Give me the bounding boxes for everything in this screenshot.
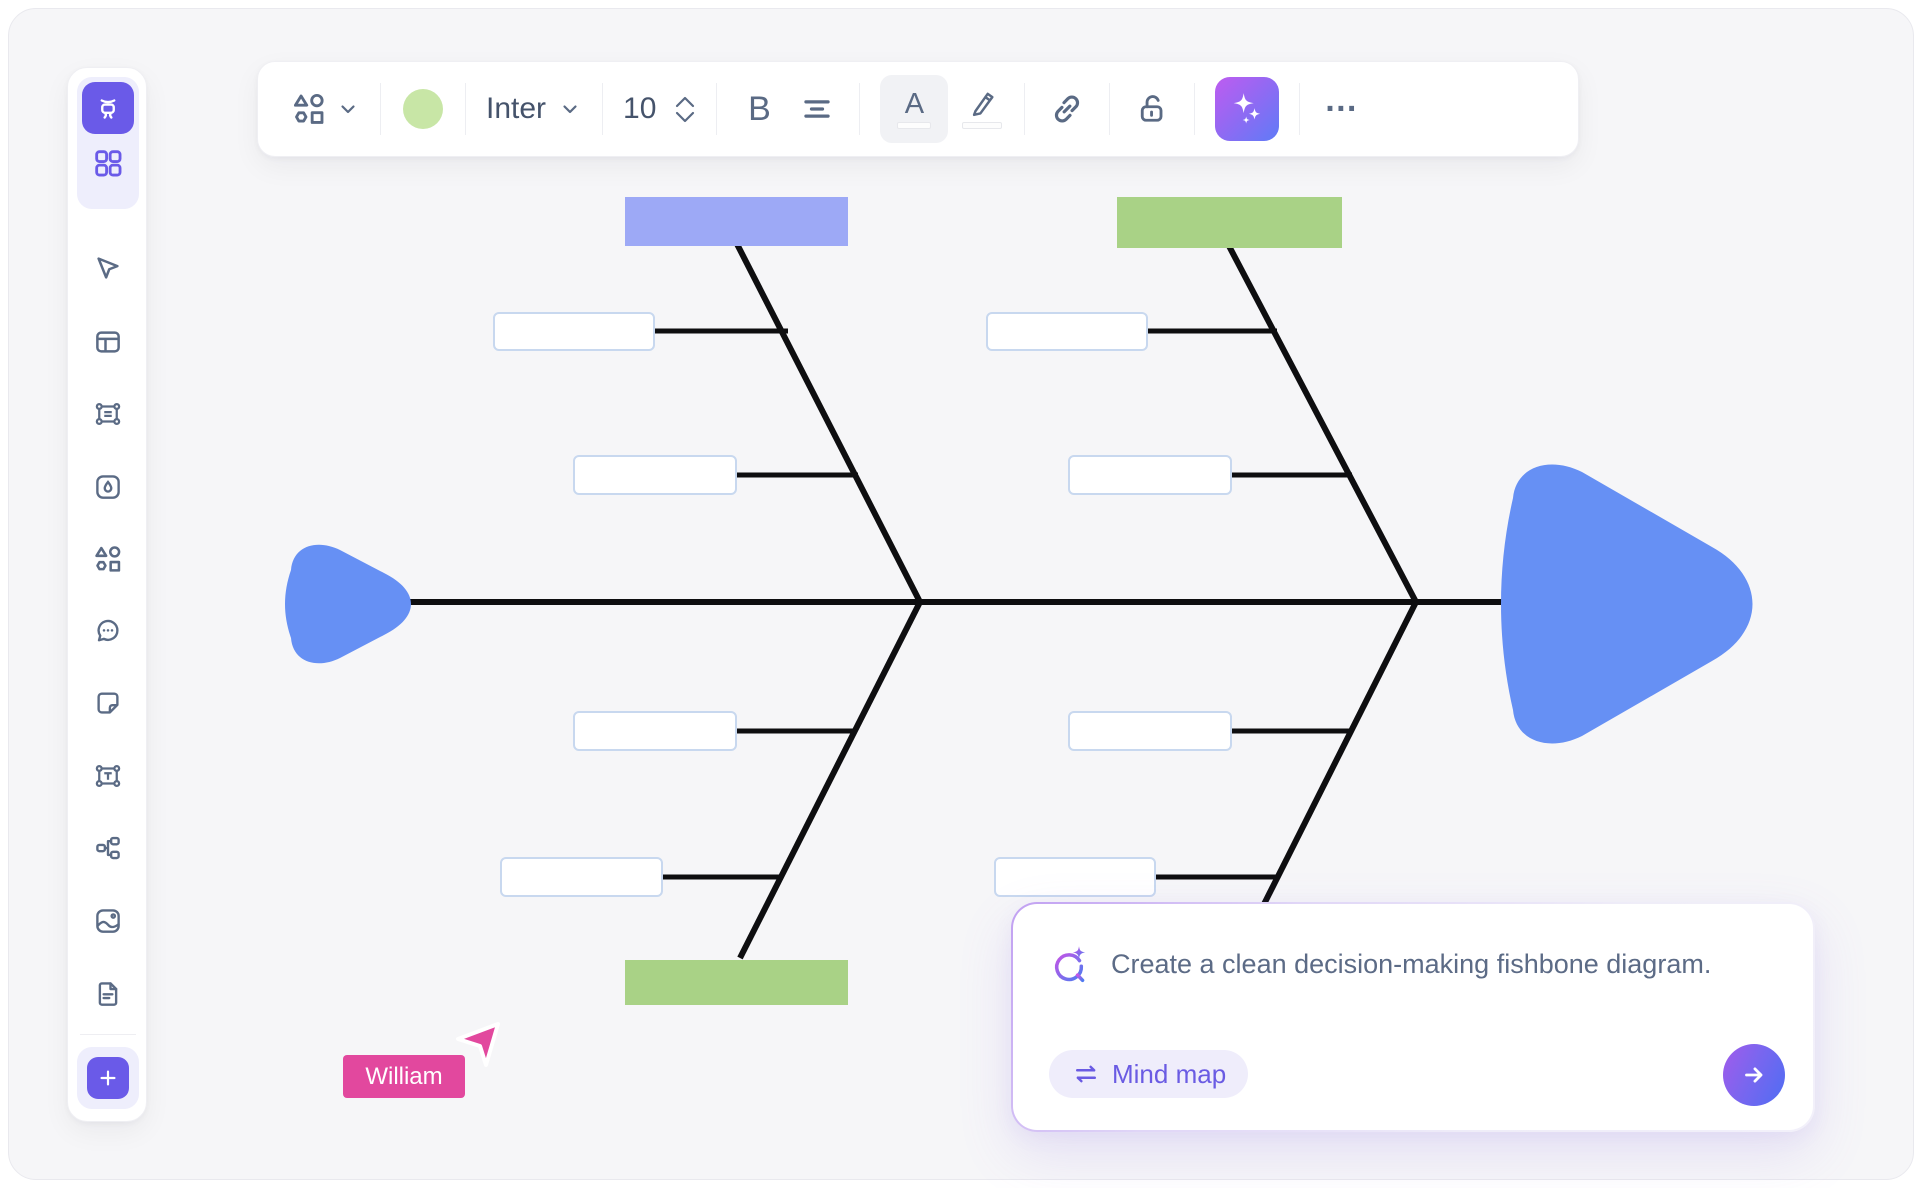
lock-button[interactable]: [1130, 77, 1174, 141]
text-box-icon: [95, 764, 121, 788]
comment-tool[interactable]: [92, 615, 124, 647]
text-color-label: A: [904, 87, 925, 120]
highlighter-icon: [973, 92, 994, 116]
ai-send-button[interactable]: [1723, 1044, 1785, 1106]
cursor-tool[interactable]: [92, 252, 124, 284]
select-transform-icon: [95, 402, 121, 426]
chevron-down-icon: [563, 105, 577, 114]
shapes-icon: [95, 546, 121, 572]
text-color-bar: [897, 121, 932, 129]
tool-sidebar: [67, 67, 147, 1122]
font-size-value: 10: [623, 92, 657, 125]
font-family-dropdown[interactable]: Inter: [486, 92, 582, 126]
add-button[interactable]: [87, 1057, 129, 1099]
chevron-up-icon: [676, 96, 695, 107]
ai-prompt-row: Create a clean decision-making fishbone …: [1049, 944, 1711, 984]
board-icon: [100, 99, 116, 119]
collaborator-cursor-icon: [456, 1022, 500, 1067]
collaborator-name-badge: William: [343, 1055, 465, 1098]
comment-icon: [97, 619, 119, 642]
more-options-button[interactable]: …: [1320, 77, 1364, 141]
bold-button[interactable]: B: [737, 77, 781, 141]
font-size-control[interactable]: 10: [623, 92, 696, 126]
select-transform-tool[interactable]: [92, 398, 124, 430]
connector-icon: [96, 836, 120, 860]
ai-magic-search-icon: [1054, 946, 1086, 983]
align-button[interactable]: [795, 77, 839, 141]
sticky-note-icon: [97, 692, 119, 714]
connector-tool[interactable]: [92, 832, 124, 864]
sidebar-bottom-group: [77, 1047, 139, 1109]
shape-fill-icon: [96, 475, 120, 499]
board-tool-active-button[interactable]: [82, 82, 134, 134]
more-icon: …: [1323, 80, 1361, 119]
format-toolbar: Inter 10 B A: [257, 61, 1579, 157]
collaborator-name: William: [365, 1062, 443, 1090]
chevron-down-icon: [676, 111, 695, 122]
sidebar-top-group: [77, 77, 139, 209]
shape-picker[interactable]: [290, 90, 360, 128]
ai-prompt-text[interactable]: Create a clean decision-making fishbone …: [1111, 948, 1712, 979]
shapes-tool[interactable]: [92, 543, 124, 575]
link-icon: [1055, 95, 1080, 123]
apps-grid-button[interactable]: [90, 145, 126, 181]
shapes-icon: [293, 93, 324, 124]
highlight-color-bar: [962, 121, 1003, 129]
arrow-right-icon: [1745, 1067, 1763, 1083]
sidebar-divider: [80, 1034, 136, 1035]
highlighter-button[interactable]: [960, 77, 1004, 141]
font-size-stepper[interactable]: [674, 96, 696, 123]
document-tool[interactable]: [92, 978, 124, 1010]
lock-open-icon: [1141, 95, 1163, 122]
apps-grid-icon: [95, 150, 122, 177]
align-center-icon: [804, 100, 831, 118]
link-button[interactable]: [1045, 77, 1089, 141]
ai-sparkle-icon: [1234, 93, 1261, 124]
frame-tool[interactable]: [92, 326, 124, 358]
image-icon: [96, 909, 120, 933]
mind-map-chip[interactable]: Mind map: [1049, 1050, 1249, 1098]
swap-arrows-icon: [1076, 1065, 1096, 1083]
fill-color-button[interactable]: [401, 77, 445, 141]
frame-icon: [96, 331, 120, 353]
text-color-button[interactable]: A: [880, 75, 949, 143]
ai-assistant-button[interactable]: [1215, 77, 1280, 141]
chevron-down-icon: [341, 105, 355, 114]
shape-fill-tool[interactable]: [92, 471, 124, 503]
add-icon: [100, 1070, 116, 1086]
mind-map-chip-label: Mind map: [1112, 1058, 1227, 1089]
bold-label: B: [748, 89, 771, 128]
image-tool[interactable]: [92, 905, 124, 937]
ai-prompt-card: Create a clean decision-making fishbone …: [1011, 902, 1815, 1132]
cursor-icon: [97, 257, 119, 279]
fill-color-swatch: [403, 89, 443, 129]
sticky-note-tool[interactable]: [92, 687, 124, 719]
font-family-value: Inter: [486, 92, 547, 125]
text-tool[interactable]: [92, 760, 124, 792]
document-icon: [98, 982, 118, 1006]
